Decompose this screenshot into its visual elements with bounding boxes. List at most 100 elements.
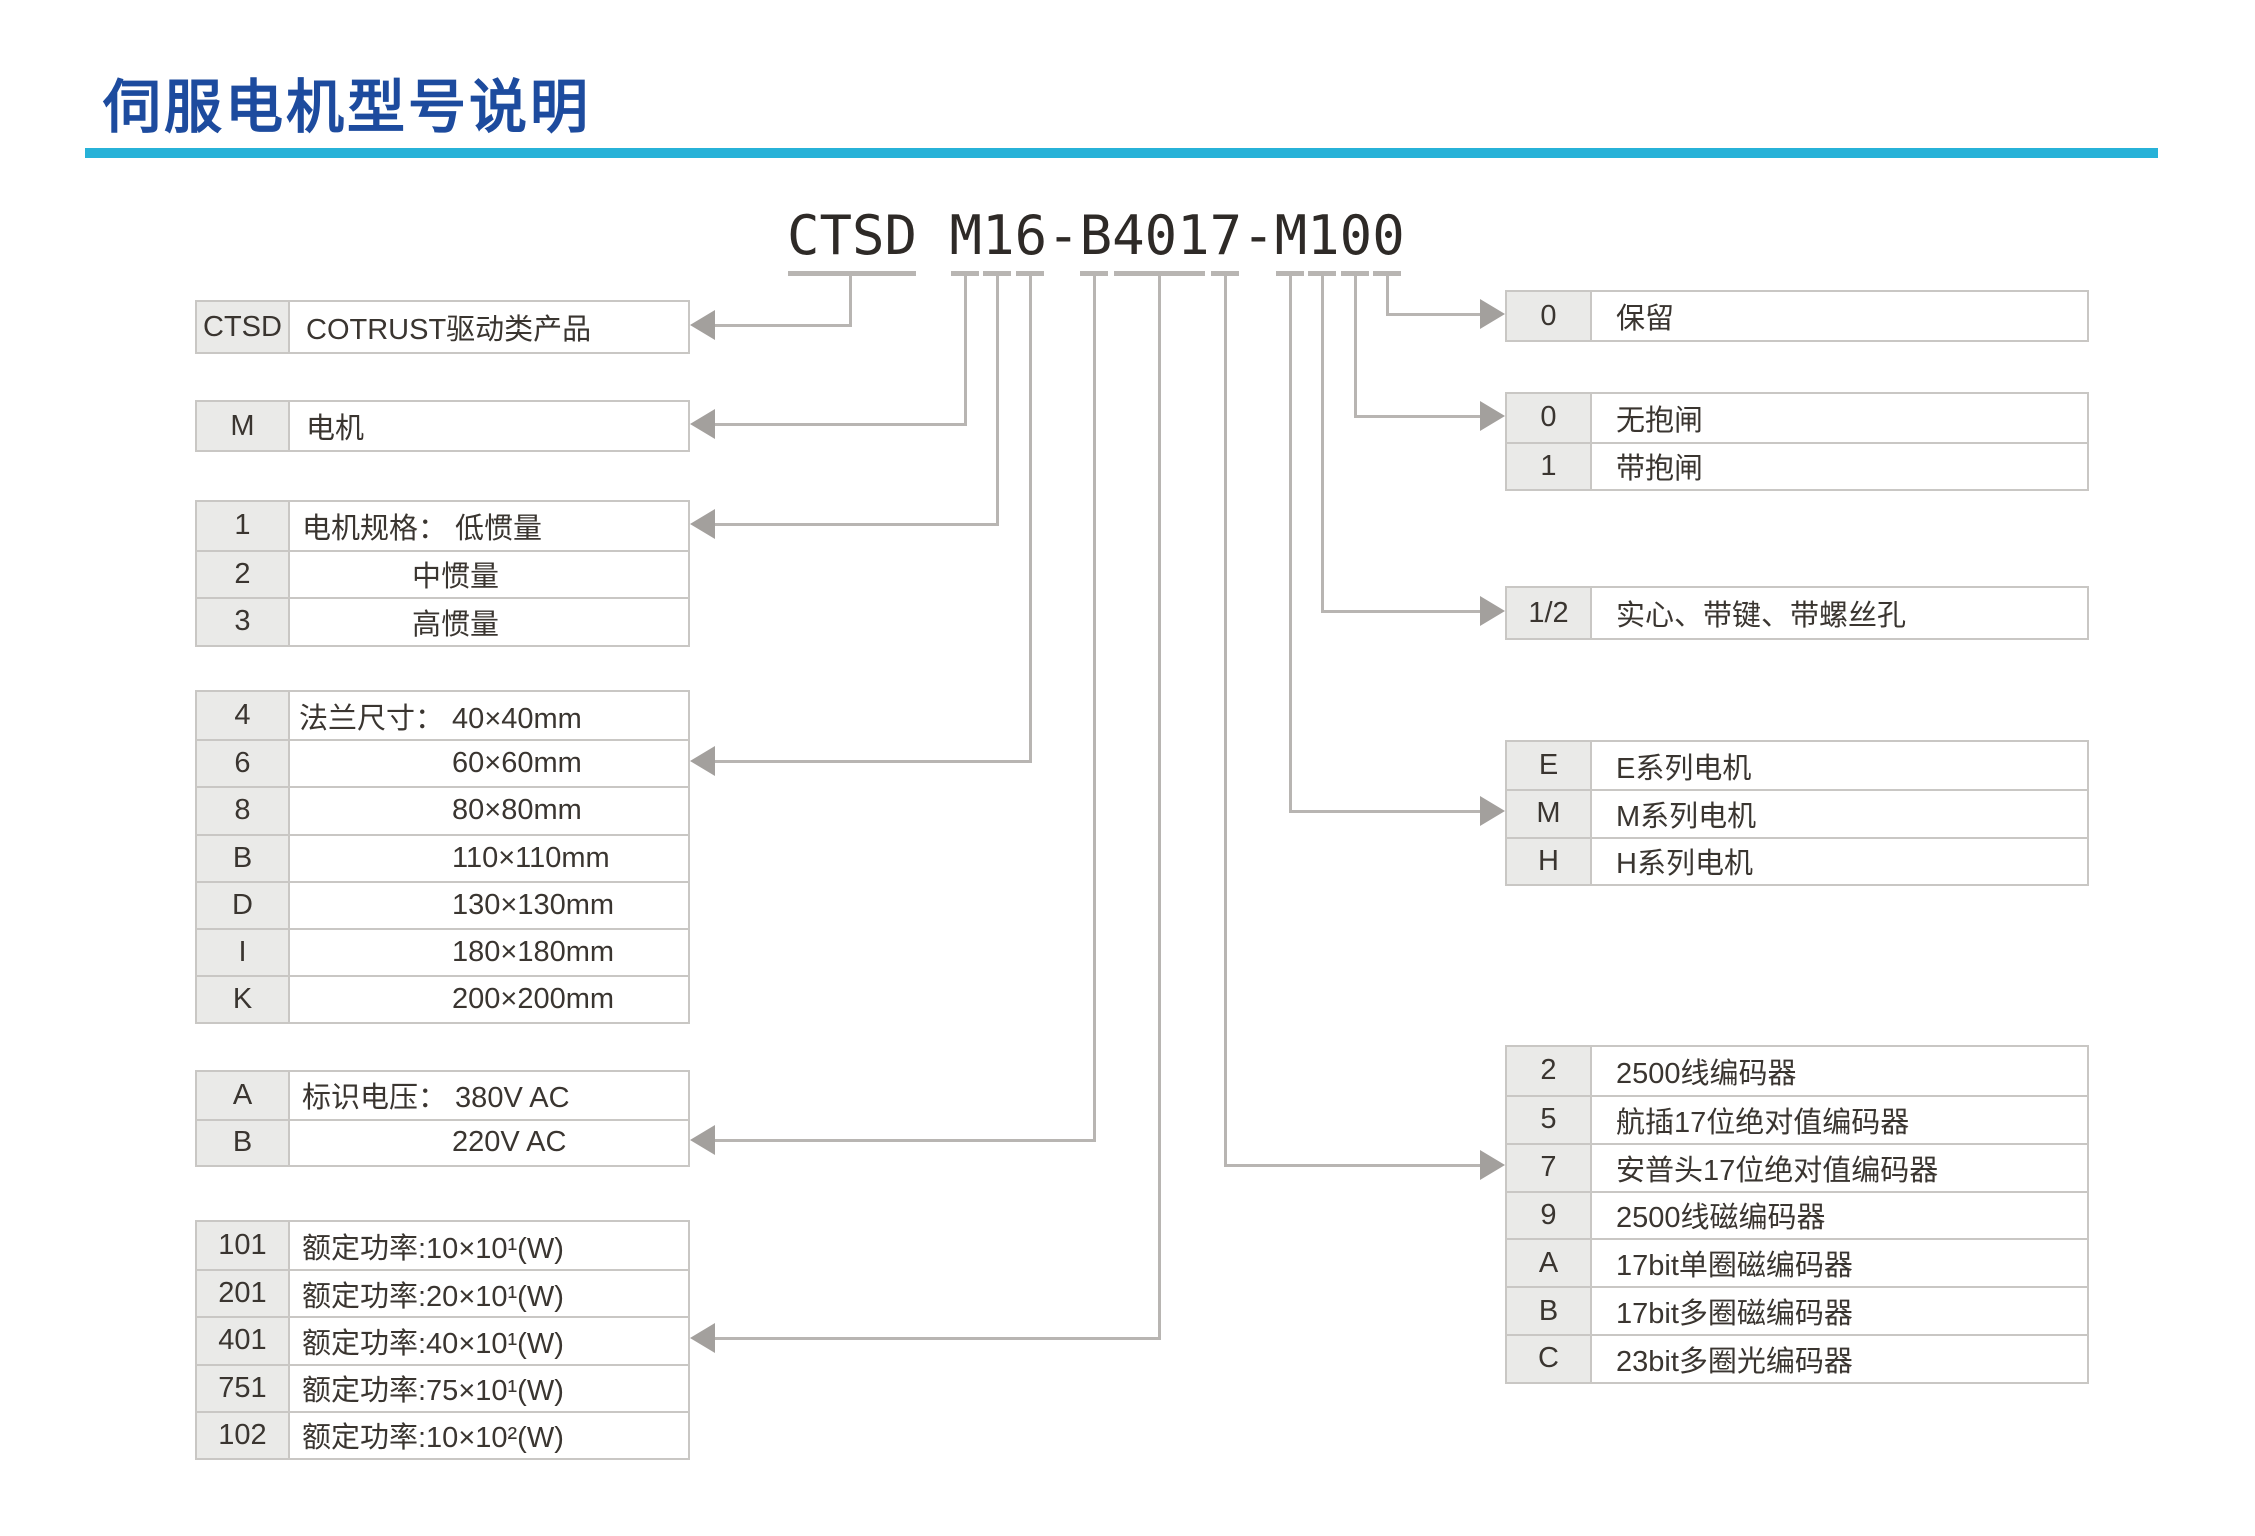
key-cell: 1: [1507, 443, 1592, 489]
arrowhead-right-icon: [1480, 401, 1505, 431]
connector-horizontal: [712, 759, 1032, 763]
value-cell: 23bit多圈光编码器: [1616, 1345, 1853, 1378]
code-underline-1: [1308, 271, 1336, 276]
value-cell: 额定功率:20×10¹(W): [302, 1280, 564, 1313]
code-underline-M: [951, 271, 979, 276]
key-cell: 102: [197, 1412, 290, 1458]
connector-horizontal: [712, 323, 852, 327]
value-cell: 实心、带键、带螺丝孔: [1616, 600, 1907, 632]
code-underline-M: [1276, 271, 1304, 276]
value-cell: 带抱闸: [1616, 453, 1704, 486]
table-row: M M系列电机: [1507, 789, 2087, 837]
connector-horizontal: [1223, 1163, 1483, 1167]
key-cell: A: [197, 1072, 290, 1119]
key-cell: E: [1507, 742, 1592, 790]
value-cell: 额定功率:40×10¹(W): [302, 1327, 564, 1360]
arrowhead-left-icon: [690, 1125, 715, 1155]
value-cell: 17bit单圈磁编码器: [1616, 1250, 1853, 1283]
table-row: A 17bit单圈磁编码器: [1507, 1238, 2087, 1287]
key-cell: 4: [197, 692, 290, 740]
value-cell: E系列电机: [1616, 752, 1752, 785]
value-cell: 电机: [306, 413, 365, 445]
key-cell: H: [1507, 838, 1592, 884]
code-underline-6: [1016, 271, 1044, 276]
connector-vertical: [963, 274, 967, 426]
value-cell: 130×130mm: [452, 888, 615, 921]
value-cell: 17bit多圈磁编码器: [1616, 1298, 1853, 1331]
key-cell: M: [1507, 791, 1592, 837]
value-cell: 安普头17位绝对值编码器: [1616, 1154, 1939, 1187]
connector-horizontal: [712, 1336, 1161, 1340]
connector-vertical: [1092, 274, 1096, 1142]
code-underline-7: [1211, 271, 1239, 276]
key-cell: B: [197, 1120, 290, 1165]
arrowhead-right-icon: [1480, 596, 1505, 626]
key-cell: 101: [197, 1222, 290, 1270]
code-underline-B: [1080, 271, 1108, 276]
arrowhead-right-icon: [1480, 299, 1505, 329]
key-cell: 0: [1507, 292, 1592, 340]
connector-vertical: [1028, 274, 1032, 763]
value-cell: COTRUST驱动类产品: [306, 314, 592, 346]
value-cell: 200×200mm: [452, 983, 615, 1016]
connector-horizontal: [712, 1138, 1096, 1142]
key-cell: 5: [1507, 1096, 1592, 1143]
value-cell: 2500线磁编码器: [1616, 1202, 1826, 1235]
table-row: B 220V AC: [197, 1118, 688, 1165]
connector-vertical: [848, 274, 852, 327]
value-cell: M系列电机: [1616, 800, 1757, 833]
page-title: 伺服电机型号说明: [103, 75, 592, 140]
table-row: E E系列电机: [1507, 742, 2087, 790]
value-cell: 220V AC: [452, 1126, 567, 1159]
value-cell: 航插17位绝对值编码器: [1616, 1106, 1910, 1139]
value-cell: 保留: [1616, 303, 1675, 335]
value-cell: 无抱闸: [1616, 404, 1704, 437]
value-cell: 电机规格： 低惯量: [302, 512, 543, 545]
table-row: 401 额定功率:40×10¹(W): [197, 1316, 688, 1364]
connector-vertical: [995, 274, 999, 526]
key-cell: A: [1507, 1240, 1592, 1287]
key-cell: B: [197, 835, 290, 881]
arrowhead-right-icon: [1480, 796, 1505, 826]
connector-horizontal: [1353, 414, 1483, 418]
key-cell: B: [1507, 1288, 1592, 1335]
key-cell: 9: [1507, 1192, 1592, 1239]
connector-vertical: [1320, 274, 1324, 613]
arrowhead-left-icon: [690, 409, 715, 439]
key-cell: 401: [197, 1318, 290, 1364]
code-underline-401: [1114, 271, 1205, 276]
value-cell: 额定功率:75×10¹(W): [302, 1375, 564, 1408]
arrowhead-left-icon: [690, 1323, 715, 1353]
connector-vertical: [1223, 274, 1227, 1167]
code-underline-0: [1373, 271, 1401, 276]
model-code: CTSD M16-B4017-M100: [787, 204, 1405, 267]
key-cell: 201: [197, 1271, 290, 1317]
value-cell: 2500线编码器: [1616, 1057, 1797, 1090]
code-underline-1: [983, 271, 1011, 276]
connector-horizontal: [712, 422, 967, 426]
table-row: B 17bit多圈磁编码器: [1507, 1286, 2087, 1335]
code-underline-CTSD: [788, 271, 916, 276]
connector-horizontal: [1288, 809, 1483, 813]
connector-horizontal: [1385, 312, 1483, 316]
key-cell: D: [197, 882, 290, 928]
value-cell: 法兰尺寸： 40×40mm: [299, 702, 582, 735]
key-cell: C: [1507, 1336, 1592, 1382]
key-cell: 1/2: [1507, 588, 1592, 638]
value-cell: 额定功率:10×10²(W): [302, 1422, 564, 1455]
